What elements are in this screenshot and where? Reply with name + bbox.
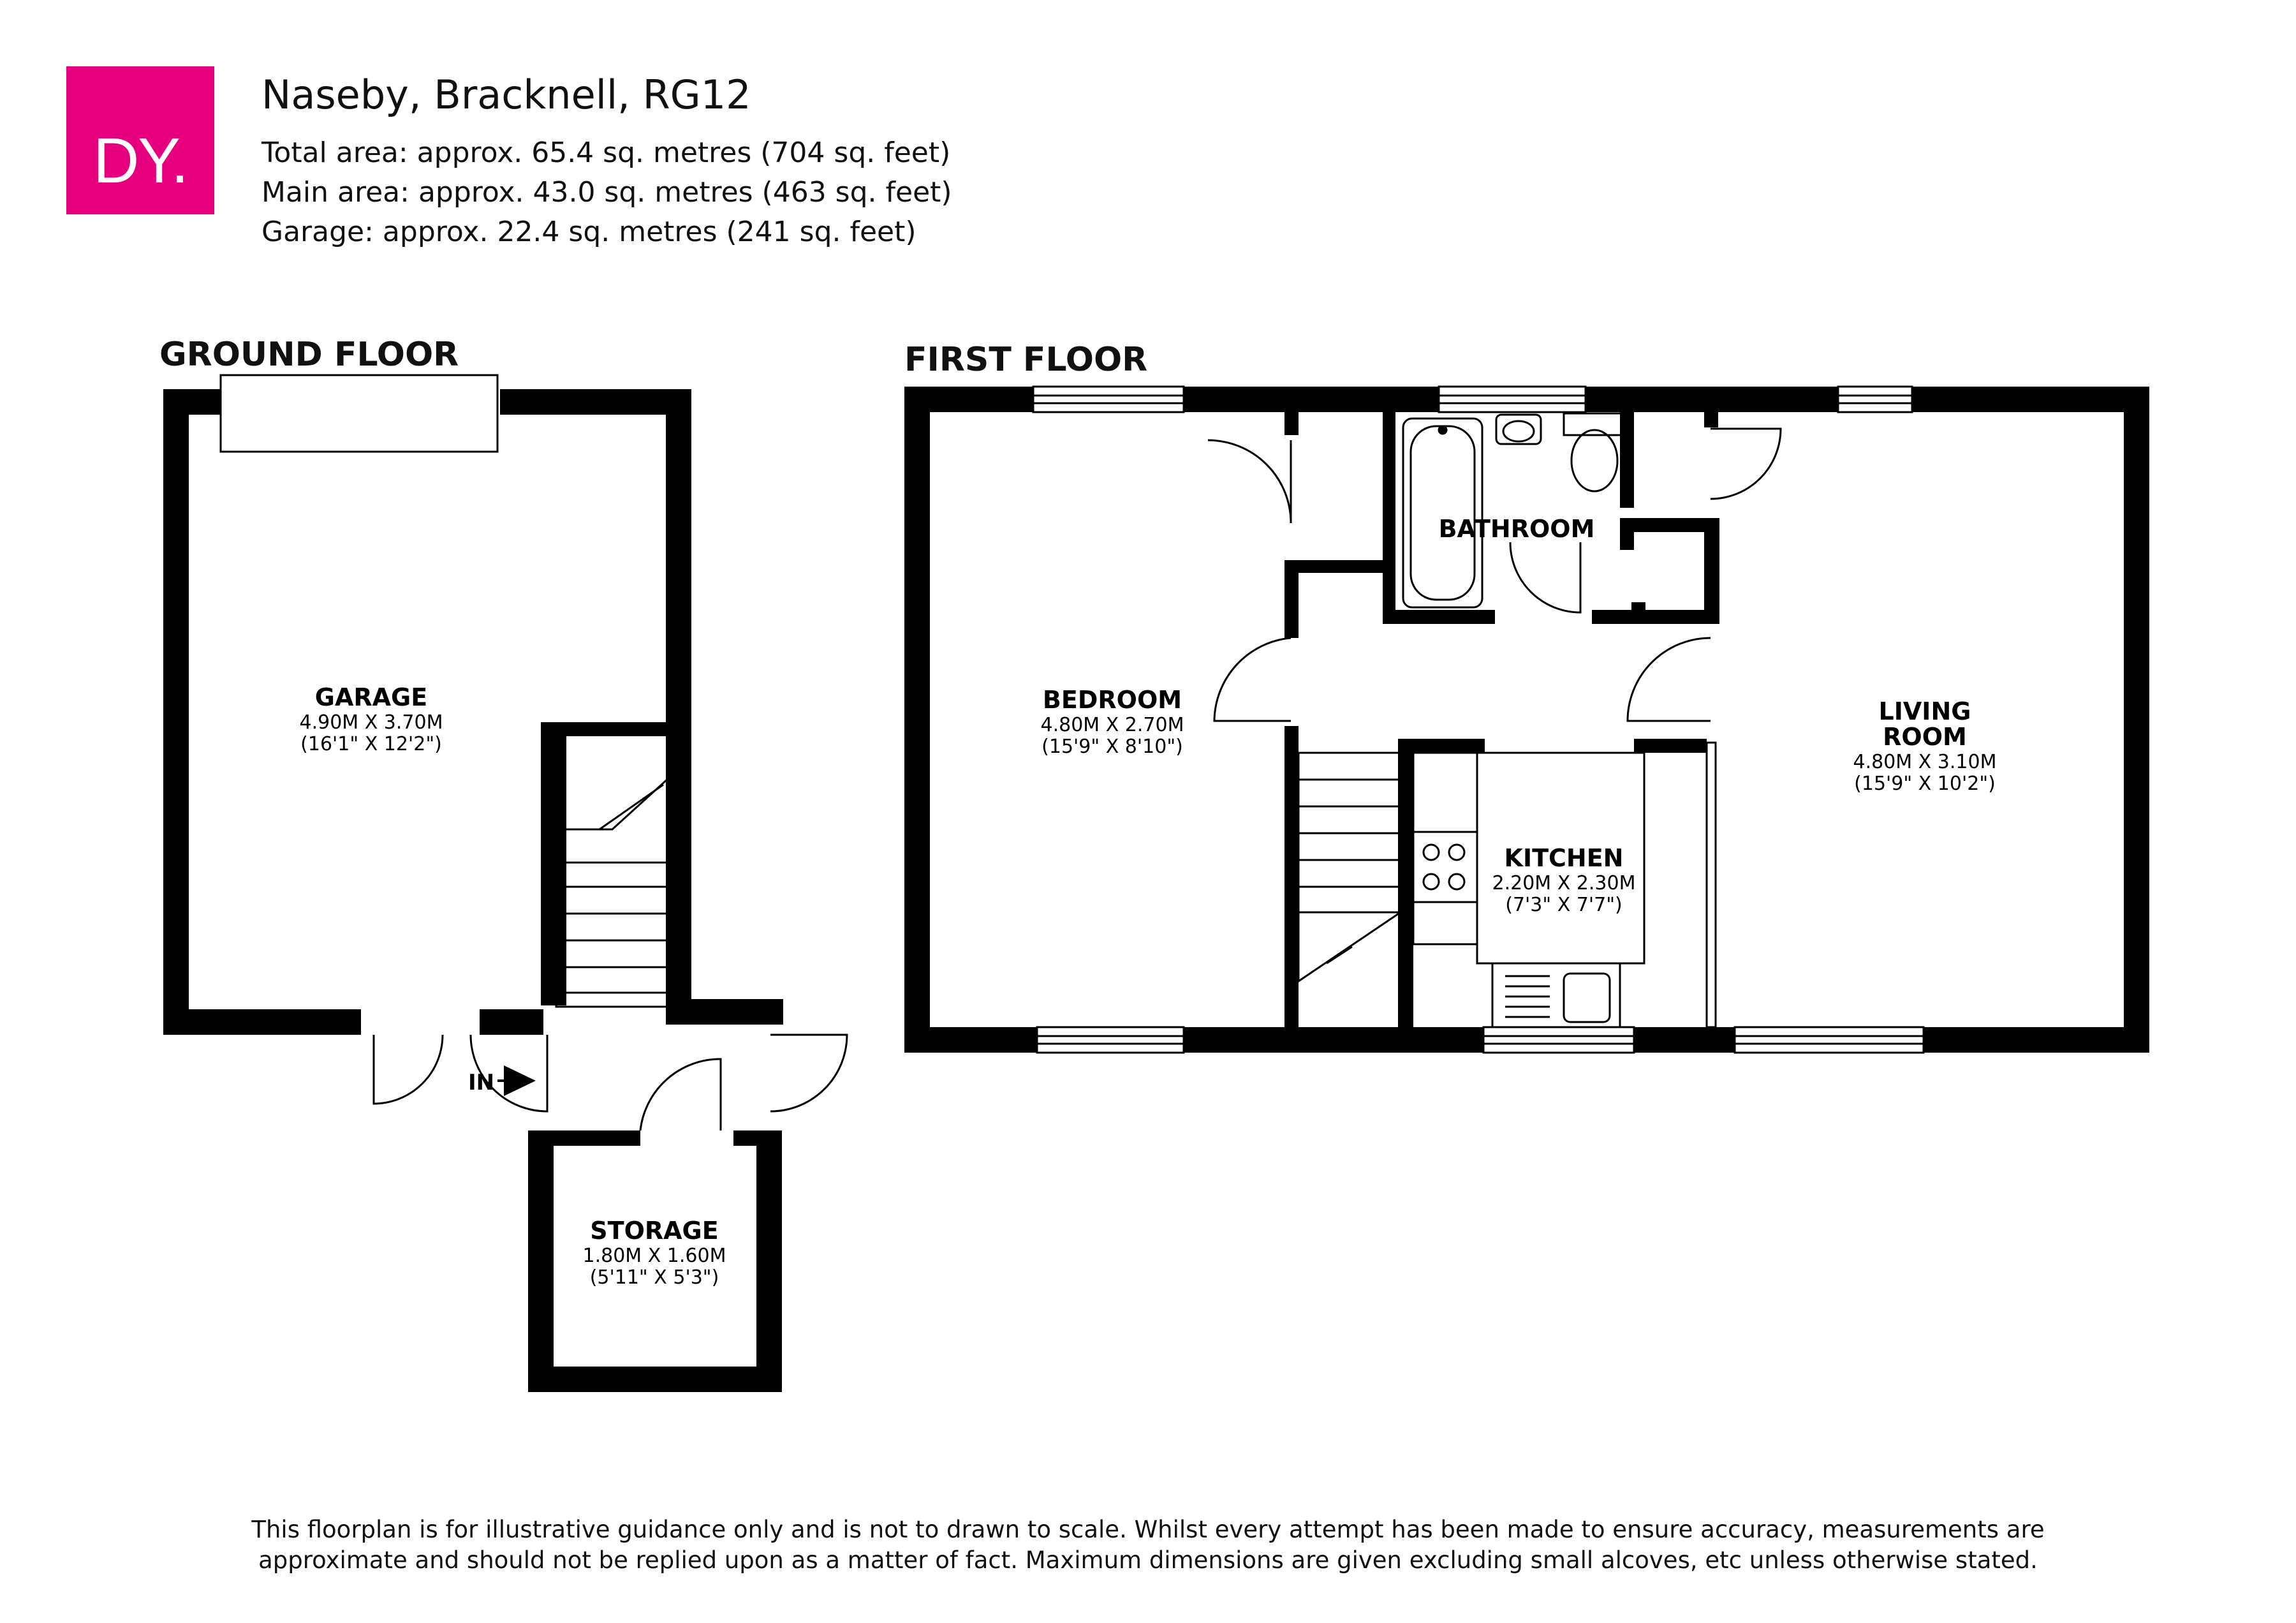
storage-metric: 1.80M X 1.60M [583, 1245, 726, 1267]
main-area: Main area: approx. 43.0 sq. metres (463 … [261, 176, 952, 209]
window-living-bottom [1733, 1026, 1925, 1054]
kitchen-fixtures [1412, 752, 1645, 1028]
living-name-line1: LIVING [1879, 697, 1971, 725]
brand-logo: DY. [66, 66, 214, 214]
doors [372, 427, 1782, 1131]
garage-name: GARAGE [315, 683, 427, 711]
door-living [1626, 637, 1711, 722]
bedroom-imperial: (15'9" X 8'10") [1041, 736, 1183, 758]
window-bathroom-top [1438, 385, 1587, 413]
living-name-line2: ROOM [1883, 723, 1967, 751]
hob [1412, 831, 1478, 903]
window-bedroom-top [1032, 385, 1185, 413]
window-living-top [1837, 385, 1913, 413]
door-front [770, 1034, 848, 1113]
sink [1563, 972, 1611, 1023]
toilet-cistern [1563, 412, 1626, 436]
door-bathroom [1509, 542, 1582, 614]
sink-unit [1491, 962, 1621, 1028]
door-bedroom [1213, 637, 1292, 722]
bedroom-name: BEDROOM [1043, 686, 1182, 714]
door-hall [469, 1034, 548, 1113]
window-bedroom-bottom [1036, 1026, 1185, 1054]
property-title: Naseby, Bracknell, RG12 [261, 71, 751, 118]
kitchen-imperial: (7'3" X 7'7") [1505, 894, 1622, 916]
ground-floor-label: GROUND FLOOR [159, 336, 459, 374]
storage-imperial: (5'11" X 5'3") [590, 1266, 719, 1289]
first-floor-label: FIRST FLOOR [904, 341, 1148, 379]
basin [1495, 413, 1542, 445]
door-living-closet [1710, 427, 1782, 500]
kitchen-counter [1412, 752, 1478, 945]
door-garage-side [372, 1034, 444, 1105]
toilet-bowl [1570, 429, 1619, 493]
door-bedroom-closet [1207, 439, 1292, 524]
kitchen-name: KITCHEN [1505, 844, 1624, 872]
living-metric: 4.80M X 3.10M [1853, 751, 1997, 773]
garage-metric: 4.90M X 3.70M [300, 711, 443, 734]
room-labels: GARAGE 4.90M X 3.70M (16'1" X 12'2") STO… [300, 515, 1997, 1289]
brand-logo-text: DY. [93, 125, 189, 196]
kitchen-metric: 2.20M X 2.30M [1492, 872, 1636, 894]
bathroom-fixtures [1402, 412, 1626, 609]
bathtub [1402, 417, 1483, 609]
walls [163, 387, 2149, 1392]
garage-imperial: (16'1" X 12'2") [300, 733, 442, 755]
entrance-label: IN [468, 1070, 494, 1095]
bathroom-name: BATHROOM [1439, 515, 1595, 543]
garage-area: Garage: approx. 22.4 sq. metres (241 sq.… [261, 216, 916, 248]
door-storage [639, 1058, 722, 1131]
living-imperial: (15'9" X 10'2") [1854, 773, 1996, 795]
bedroom-metric: 4.80M X 2.70M [1041, 714, 1184, 736]
entrance-arrow-icon [497, 1065, 536, 1096]
staircases [555, 752, 1402, 1008]
disclaimer-line-1: This floorplan is for illustrative guida… [251, 1516, 2045, 1543]
wall-openings [221, 375, 1924, 1147]
storage-name: STORAGE [590, 1217, 718, 1245]
disclaimer-line-2: approximate and should not be replied up… [258, 1546, 2038, 1574]
total-area: Total area: approx. 65.4 sq. metres (704… [261, 137, 951, 169]
